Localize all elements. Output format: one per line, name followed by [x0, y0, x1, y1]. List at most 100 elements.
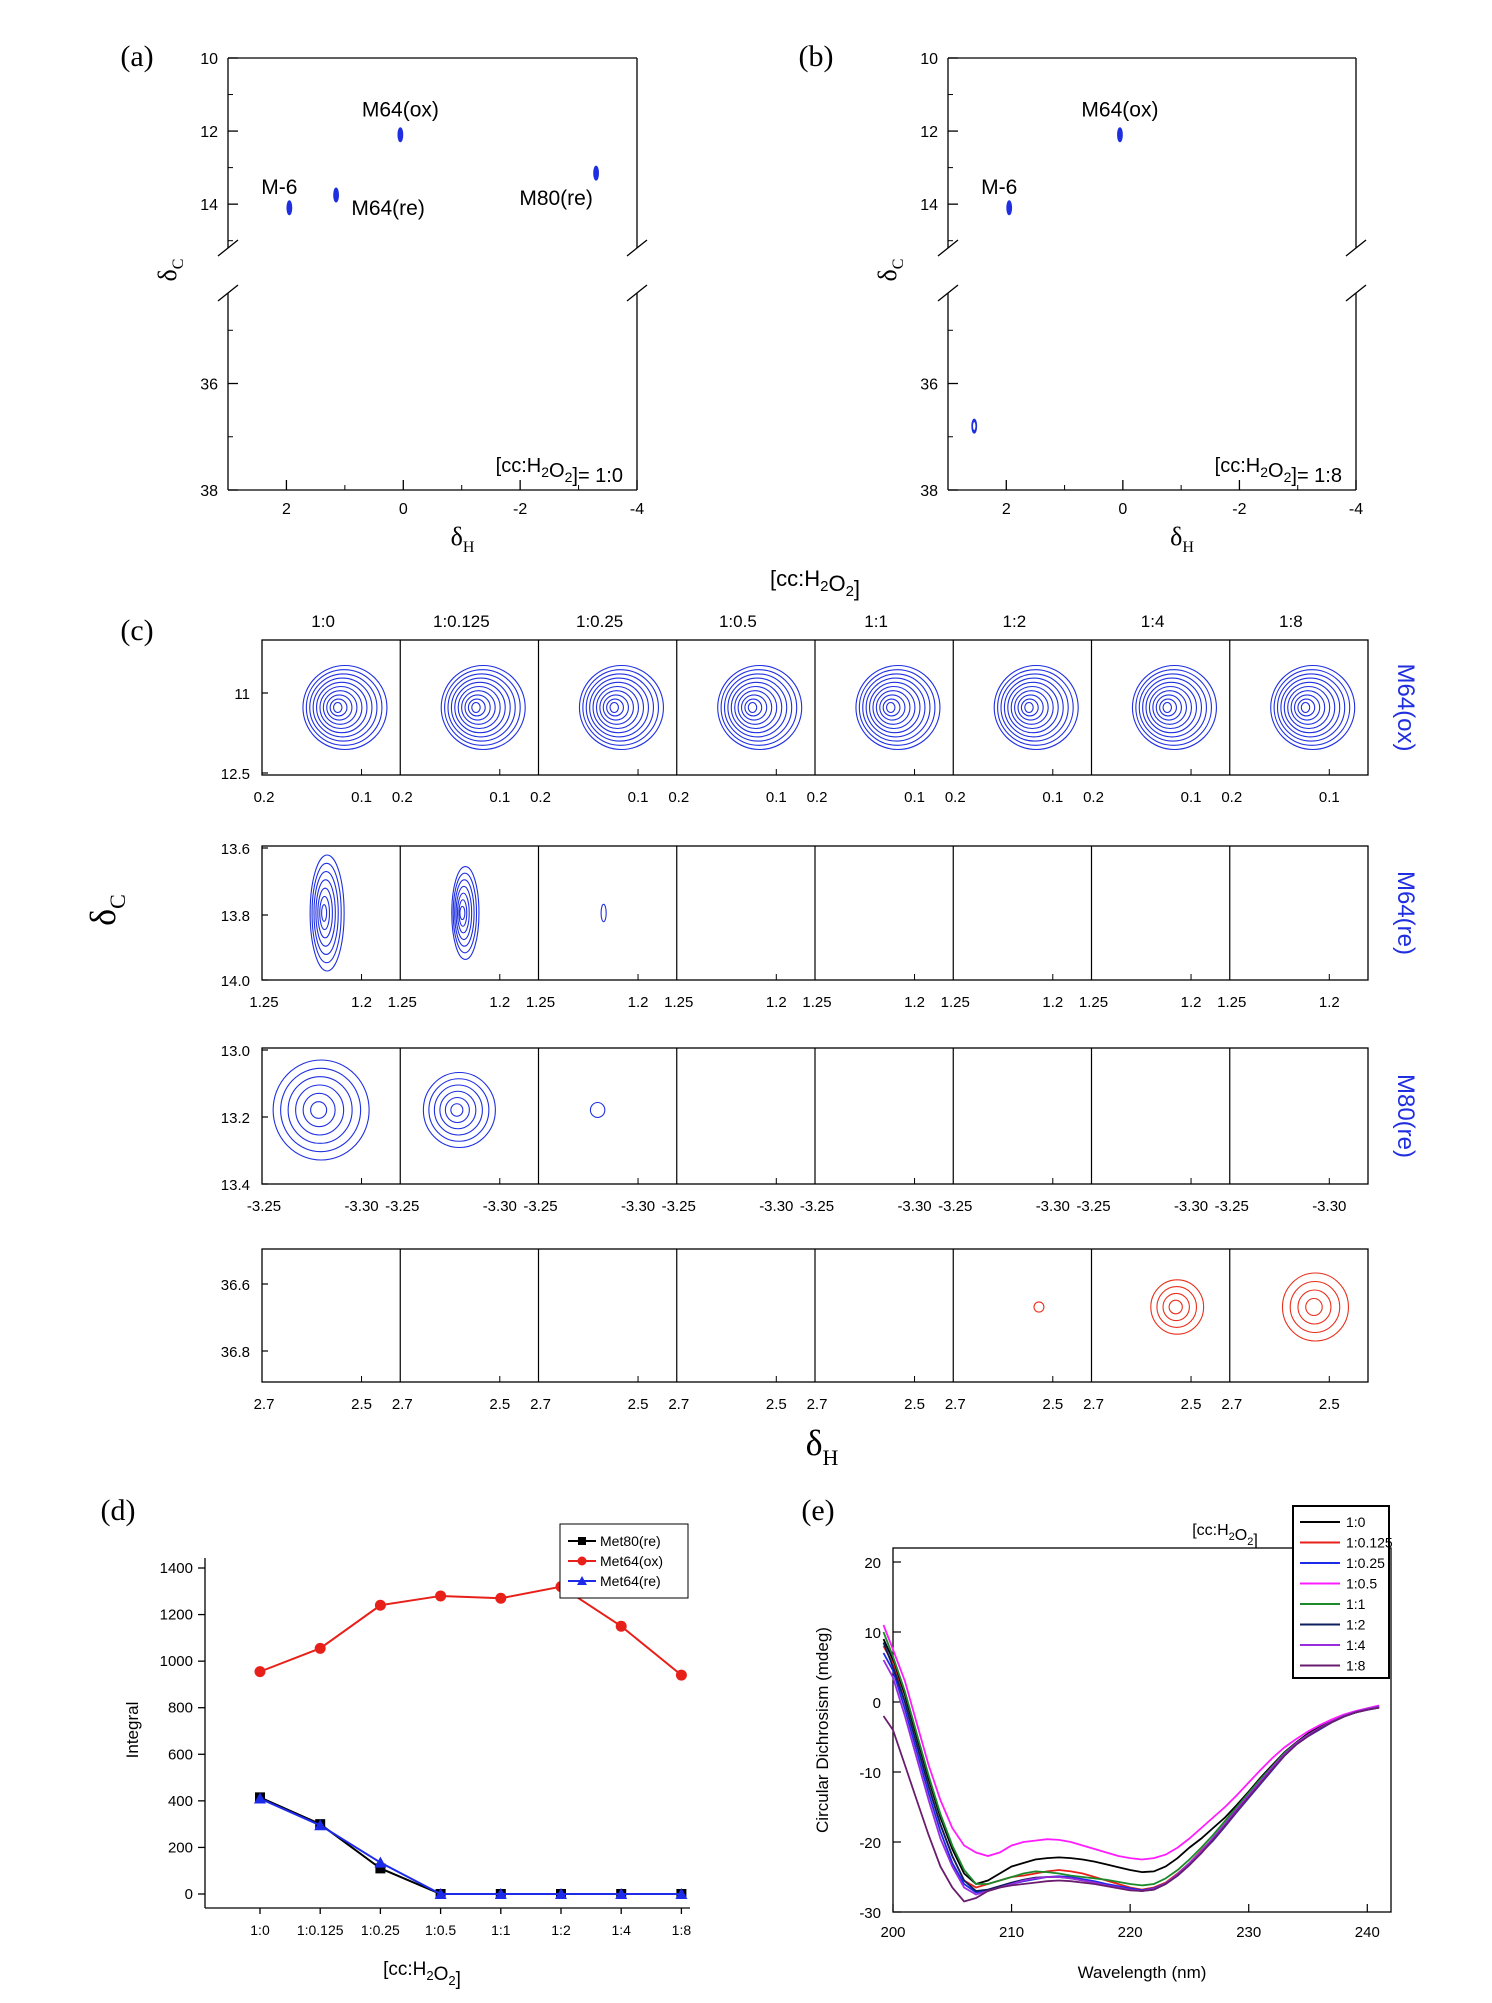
x-tick-label: 1:0 [250, 1922, 270, 1938]
contour-ring [1138, 673, 1207, 742]
contour-ring [440, 664, 526, 751]
contour-ring [326, 694, 353, 721]
x-tick-label: 0 [1118, 501, 1127, 518]
x-tick-label: -4 [1349, 501, 1363, 518]
series-line [882, 1706, 1380, 1903]
axis-break-mark [1345, 239, 1367, 257]
x-tick-label: 1.2 [1319, 994, 1340, 1011]
contour-ring [592, 681, 644, 734]
text-span: ]= 1:8 [1291, 465, 1342, 487]
x-tick-label: -3.25 [662, 1198, 696, 1215]
contour-ring [885, 701, 896, 714]
series-marker [555, 1888, 567, 1899]
contour-ring [872, 685, 916, 730]
text-span: O [434, 1964, 449, 1985]
nmr-peak [1006, 200, 1013, 216]
series-line [259, 1796, 682, 1895]
contour-ring [1131, 664, 1217, 751]
y-tick-label: 12 [920, 124, 938, 141]
x-tick-label: 0.2 [392, 789, 413, 806]
contour-ring [315, 879, 336, 947]
x-tick-label: -3.30 [897, 1198, 931, 1215]
legend-label: Met64(re) [600, 1573, 661, 1589]
x-axis-title: δH [1170, 522, 1194, 556]
x-tick-label: 2.5 [1181, 1396, 1202, 1413]
text-span: ] [1253, 1532, 1257, 1549]
condition-label: [cc:H2O2]= 1:8 [1215, 455, 1342, 487]
x-tick-label: 2.7 [668, 1396, 689, 1413]
contour-ring [1148, 685, 1192, 730]
contour-ring [1168, 1299, 1183, 1315]
y-tick-label: 13.2 [221, 1110, 250, 1127]
y-tick-label: 12.5 [221, 766, 250, 783]
x-tick-label: 1:0.5 [425, 1922, 456, 1938]
peak-label: M64(ox) [1081, 99, 1158, 122]
y-tick-label: -20 [859, 1835, 881, 1852]
contour-ring [455, 885, 473, 941]
x-tick-label: 1.25 [249, 994, 278, 1011]
contour-ring [1159, 698, 1178, 717]
y-axis-title-text: δC [83, 894, 130, 926]
x-tick-label: 0.2 [254, 789, 275, 806]
y-tick-label: -30 [859, 1905, 881, 1922]
contour-ring [589, 1101, 606, 1119]
peak-label: M-6 [261, 176, 297, 199]
x-tick-label: -3.30 [1312, 1198, 1346, 1215]
x-tick-label: 2.7 [945, 1396, 966, 1413]
panel-letter: (c) [120, 614, 153, 647]
y-tick-label: 13.6 [221, 841, 250, 858]
contour-ring [734, 685, 778, 730]
series-marker [615, 1888, 628, 1899]
x-axis-title: [cc:H2O2] [383, 1959, 461, 1990]
x-tick-label: 2.7 [807, 1396, 828, 1413]
contour-ring [458, 899, 468, 927]
axis-break-mark [626, 284, 648, 302]
series-marker [615, 1620, 627, 1632]
contour-ring [582, 669, 660, 746]
x-tick-label: 0.1 [1319, 789, 1340, 806]
y-axis-title: Circular Dichrosism (mdeg) [813, 1627, 832, 1833]
x-tick-label: 1.25 [941, 994, 970, 1011]
contour-ring [464, 694, 491, 721]
contour-ring [1287, 685, 1331, 730]
y-tick-label: 14 [200, 197, 218, 214]
contour-ring [309, 854, 345, 972]
contour-ring [1300, 701, 1311, 714]
x-tick-label: 1:0.25 [361, 1922, 400, 1938]
contour-ring [302, 664, 388, 751]
y-tick-label: 400 [168, 1793, 193, 1810]
y-axis-title: δC [83, 894, 130, 926]
axis-break-mark [626, 239, 648, 257]
contour-ring [452, 872, 478, 954]
text-span: [cc:H [1192, 1522, 1228, 1539]
ratio-label: 1:8 [1279, 612, 1303, 631]
contour-ring [606, 698, 624, 717]
contour-ring [461, 690, 496, 725]
contour-ring [315, 681, 368, 734]
x-tick-label: 0.1 [628, 789, 649, 806]
delta-subscript: C [170, 259, 187, 270]
x-axis-title-text: δH [451, 522, 475, 556]
contour-ring [1297, 1289, 1332, 1325]
series-marker [675, 1669, 687, 1681]
delta-glyph: δ [806, 1423, 823, 1463]
x-tick-label: 1:2 [551, 1922, 571, 1938]
x-tick-label: 1.2 [904, 994, 925, 1011]
y-tick-label: 38 [200, 483, 218, 500]
contour-ring [447, 673, 516, 742]
x-tick-label: 0.1 [1042, 789, 1063, 806]
text-span: [cc:H [496, 455, 542, 477]
x-tick-label: 1.25 [1217, 994, 1246, 1011]
nmr-peak [397, 127, 404, 143]
delta-subscript: H [1182, 539, 1194, 556]
series-marker [254, 1792, 266, 1804]
text-span: ]= 1:0 [572, 465, 623, 487]
contour-ring [311, 862, 342, 964]
legend-marker [578, 1537, 586, 1545]
series-marker [675, 1888, 688, 1899]
subscript: 2 [448, 1973, 455, 1988]
